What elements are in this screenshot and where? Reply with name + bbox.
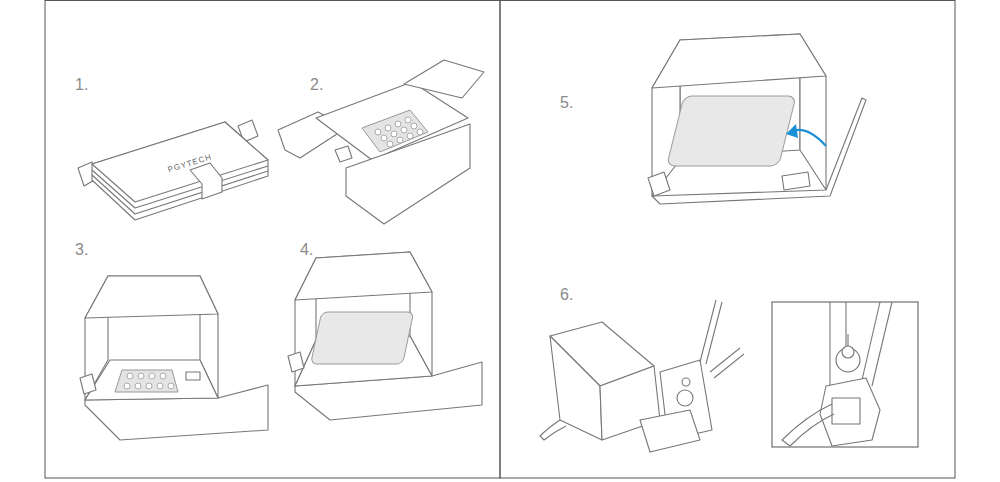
step-number: 3. xyxy=(75,242,88,258)
step-number: 2. xyxy=(310,77,323,93)
step-number: 6. xyxy=(560,287,573,303)
step-number: 5. xyxy=(560,95,573,111)
unfolded-hood xyxy=(278,60,484,224)
panel-border xyxy=(500,1,955,479)
open-hood xyxy=(80,276,268,440)
hood-closing xyxy=(648,34,866,204)
hood-on-controller xyxy=(540,300,744,452)
detail-inset xyxy=(772,302,918,447)
step-number: 4. xyxy=(300,242,313,258)
step-number: 1. xyxy=(75,77,88,93)
folded-hood xyxy=(78,120,268,220)
open-hood-with-phone xyxy=(288,252,482,420)
panel-border xyxy=(45,1,500,479)
